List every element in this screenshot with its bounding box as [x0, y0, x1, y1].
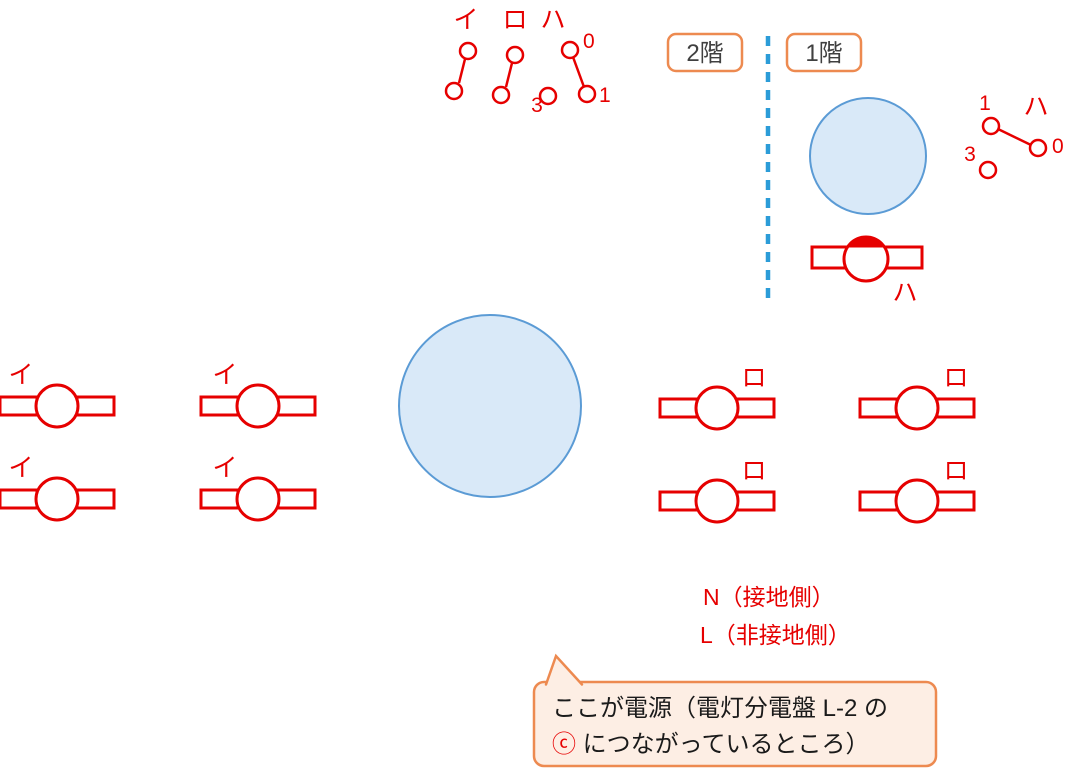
floor-label-2f: 2階 [686, 40, 723, 67]
lamp-symbol-i-1 [0, 383, 116, 429]
terminal-label-0-2f: 0 [583, 30, 595, 53]
lamp-label-ro-1: ロ [741, 364, 766, 392]
lamp-label-i-1: イ [8, 361, 33, 389]
callout-tail [544, 653, 584, 686]
outlet-label-ha: ハ [892, 279, 917, 307]
junction-box-1f [809, 97, 927, 215]
lamp-label-ro-4: ロ [943, 457, 968, 485]
switch-label-ha-1f: ハ [1023, 93, 1048, 121]
switch-label-ro: ロ [502, 6, 527, 34]
lamp-label-ro-3: ロ [741, 457, 766, 485]
callout-line2: ⓒ につながっているところ） [552, 731, 869, 758]
lamp-symbol-ro-2 [858, 385, 976, 431]
terminal-label-3-1f: 3 [964, 143, 976, 166]
junction-box-2f [398, 314, 582, 498]
lamp-symbol-ro-4 [858, 478, 976, 524]
lamp-symbol-i-2 [199, 383, 317, 429]
terminal-label-1-2f: 1 [599, 84, 611, 107]
switch-ha-1f [978, 116, 1048, 180]
lamp-symbol-ro-1 [658, 385, 776, 431]
lamp-label-i-4: イ [212, 454, 237, 482]
lamp-symbol-ro-3 [658, 478, 776, 524]
outlet-symbol-ha [810, 235, 924, 283]
lamp-label-i-3: イ [8, 454, 33, 482]
switch-label-i: イ [453, 6, 478, 34]
callout-line2-rest: につながっているところ） [583, 731, 870, 758]
terminal-label-3-2f: 3 [531, 94, 543, 117]
circled-c: ⓒ [552, 731, 576, 758]
floor-label-2f-box: 2階 [666, 32, 744, 73]
lamp-label-i-2: イ [212, 361, 237, 389]
switch-ro [491, 45, 525, 105]
callout-box: ここが電源（電灯分電盤 L-2 の ⓒ につながっているところ） [532, 653, 938, 768]
lamp-symbol-i-4 [199, 476, 317, 522]
terminal-label-0-1f: 0 [1052, 135, 1064, 158]
lamp-symbol-i-3 [0, 476, 116, 522]
power-n-label: N（接地側） [703, 584, 835, 610]
switch-label-ha-2f: ハ [540, 6, 565, 34]
switch-ha-2f [538, 40, 597, 106]
lamp-label-ro-2: ロ [943, 364, 968, 392]
floor-label-1f: 1階 [805, 40, 842, 67]
floor-label-1f-box: 1階 [785, 32, 863, 73]
callout-line1: ここが電源（電灯分電盤 L-2 の [552, 695, 888, 722]
power-l-label: L（非接地側） [700, 622, 851, 648]
outlet-filled-top-segment [846, 236, 886, 248]
terminal-label-1-1f: 1 [979, 92, 991, 115]
switch-i [444, 41, 478, 101]
